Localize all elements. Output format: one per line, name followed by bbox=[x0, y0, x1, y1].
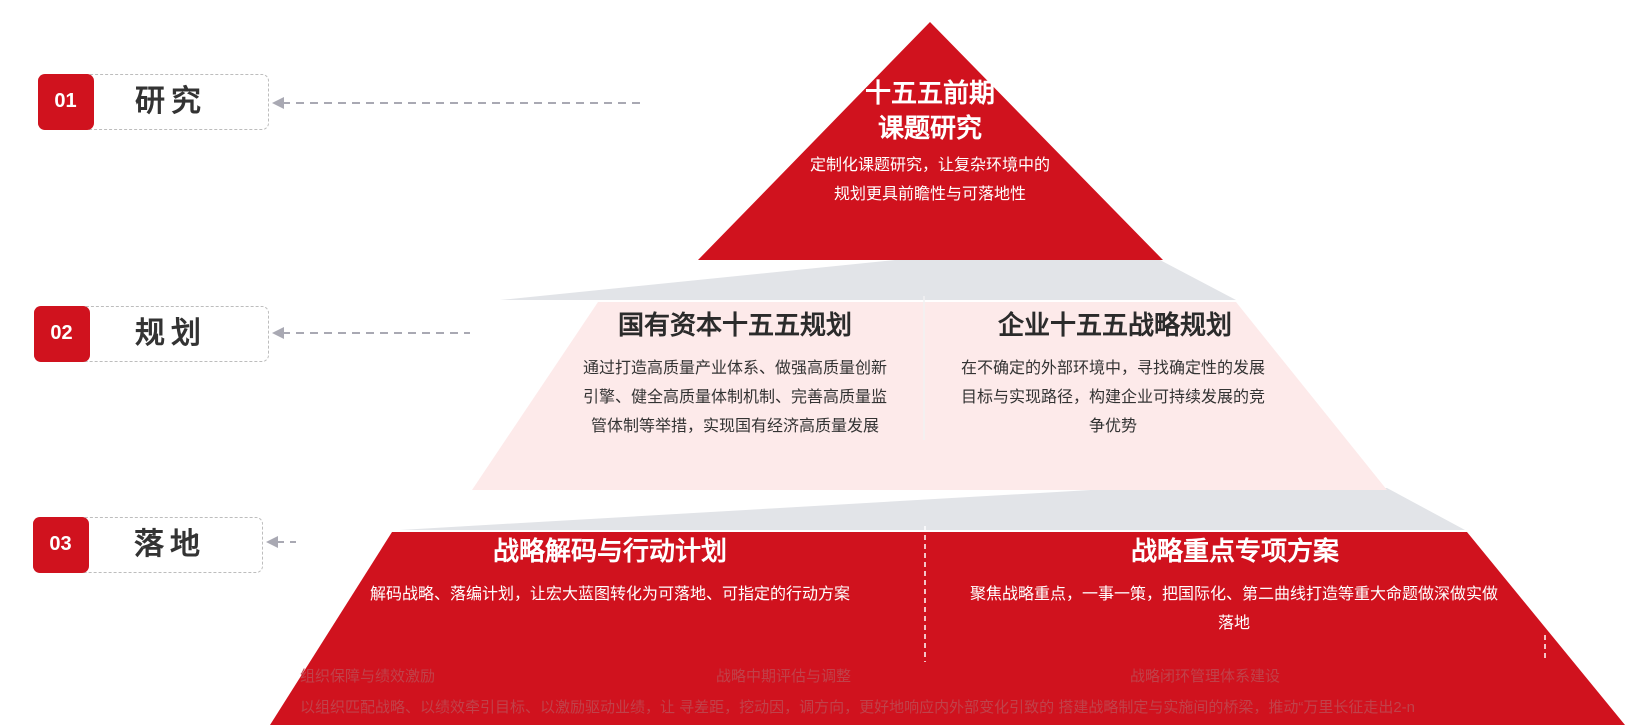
stage-name: 规划 bbox=[135, 316, 207, 350]
planning-right-desc-line3: 争优势 bbox=[1088, 418, 1137, 435]
landing-trapezoid bbox=[270, 532, 1625, 725]
planning-left-desc-line1: 通过打造高质量产业体系、做强高质量创新 bbox=[582, 360, 887, 377]
arrow-head-planning bbox=[272, 327, 284, 339]
stage-label-landing: 03 落地 bbox=[32, 516, 263, 573]
research-title-line1: 十五五前期 bbox=[864, 78, 995, 108]
planning-left-desc-line2: 引擎、健全高质量体制机制、完善高质量监 bbox=[582, 389, 887, 406]
stage-number-badge: 02 bbox=[33, 305, 90, 362]
research-desc-line2: 规划更具前瞻性与可落地性 bbox=[833, 186, 1026, 203]
bottom-item-title: 组织保障与绩效激励 bbox=[300, 668, 436, 685]
landing-right-desc-line1: 聚焦战略重点，一事一策，把国际化、第二曲线打造等重大命题做深做实做 bbox=[969, 586, 1498, 603]
planning-right-desc-line2: 目标与实现路径，构建企业可持续发展的竞 bbox=[960, 389, 1265, 406]
landing-left-desc: 解码战略、落编计划，让宏大蓝图转化为可落地、可指定的行动方案 bbox=[369, 586, 850, 603]
planning-right-desc-line1: 在不确定的外部环境中，寻找确定性的发展 bbox=[960, 360, 1265, 377]
planning-left-title: 国有资本十五五规划 bbox=[617, 310, 852, 340]
connector-band-top bbox=[500, 260, 1236, 300]
bottom-row-desc: 以组织匹配战略、以绩效牵引目标、以激励驱动业绩，让 寻差距，挖动因，调方向，更好… bbox=[300, 699, 1416, 716]
bottom-item-title: 战略中期评估与调整 bbox=[716, 668, 852, 685]
landing-right-desc-line2: 落地 bbox=[1217, 615, 1250, 632]
stage-number-badge: 03 bbox=[32, 516, 89, 573]
stage-label-planning: 02 规划 bbox=[33, 305, 269, 362]
stage-name: 研究 bbox=[135, 84, 207, 118]
landing-left-title: 战略解码与行动计划 bbox=[492, 536, 727, 566]
bottom-item-title: 战略闭环管理体系建设 bbox=[1130, 668, 1281, 685]
planning-right-title: 企业十五五战略规划 bbox=[997, 310, 1232, 340]
research-desc-line1: 定制化课题研究，让复杂环境中的 bbox=[809, 157, 1050, 174]
research-title-line2: 课题研究 bbox=[877, 113, 982, 143]
planning-trapezoid bbox=[472, 302, 1387, 490]
stage-name: 落地 bbox=[134, 527, 206, 561]
arrow-head-research bbox=[272, 97, 284, 109]
stage-number-badge: 01 bbox=[37, 73, 94, 130]
stage-label-research: 01 研究 bbox=[37, 73, 269, 130]
arrow-head-landing bbox=[266, 536, 278, 548]
landing-right-title: 战略重点专项方案 bbox=[1130, 536, 1339, 566]
connector-band-bottom bbox=[400, 488, 1465, 530]
planning-left-desc-line3: 管体制等举措，实现国有经济高质量发展 bbox=[590, 418, 879, 435]
research-triangle bbox=[698, 22, 1163, 260]
